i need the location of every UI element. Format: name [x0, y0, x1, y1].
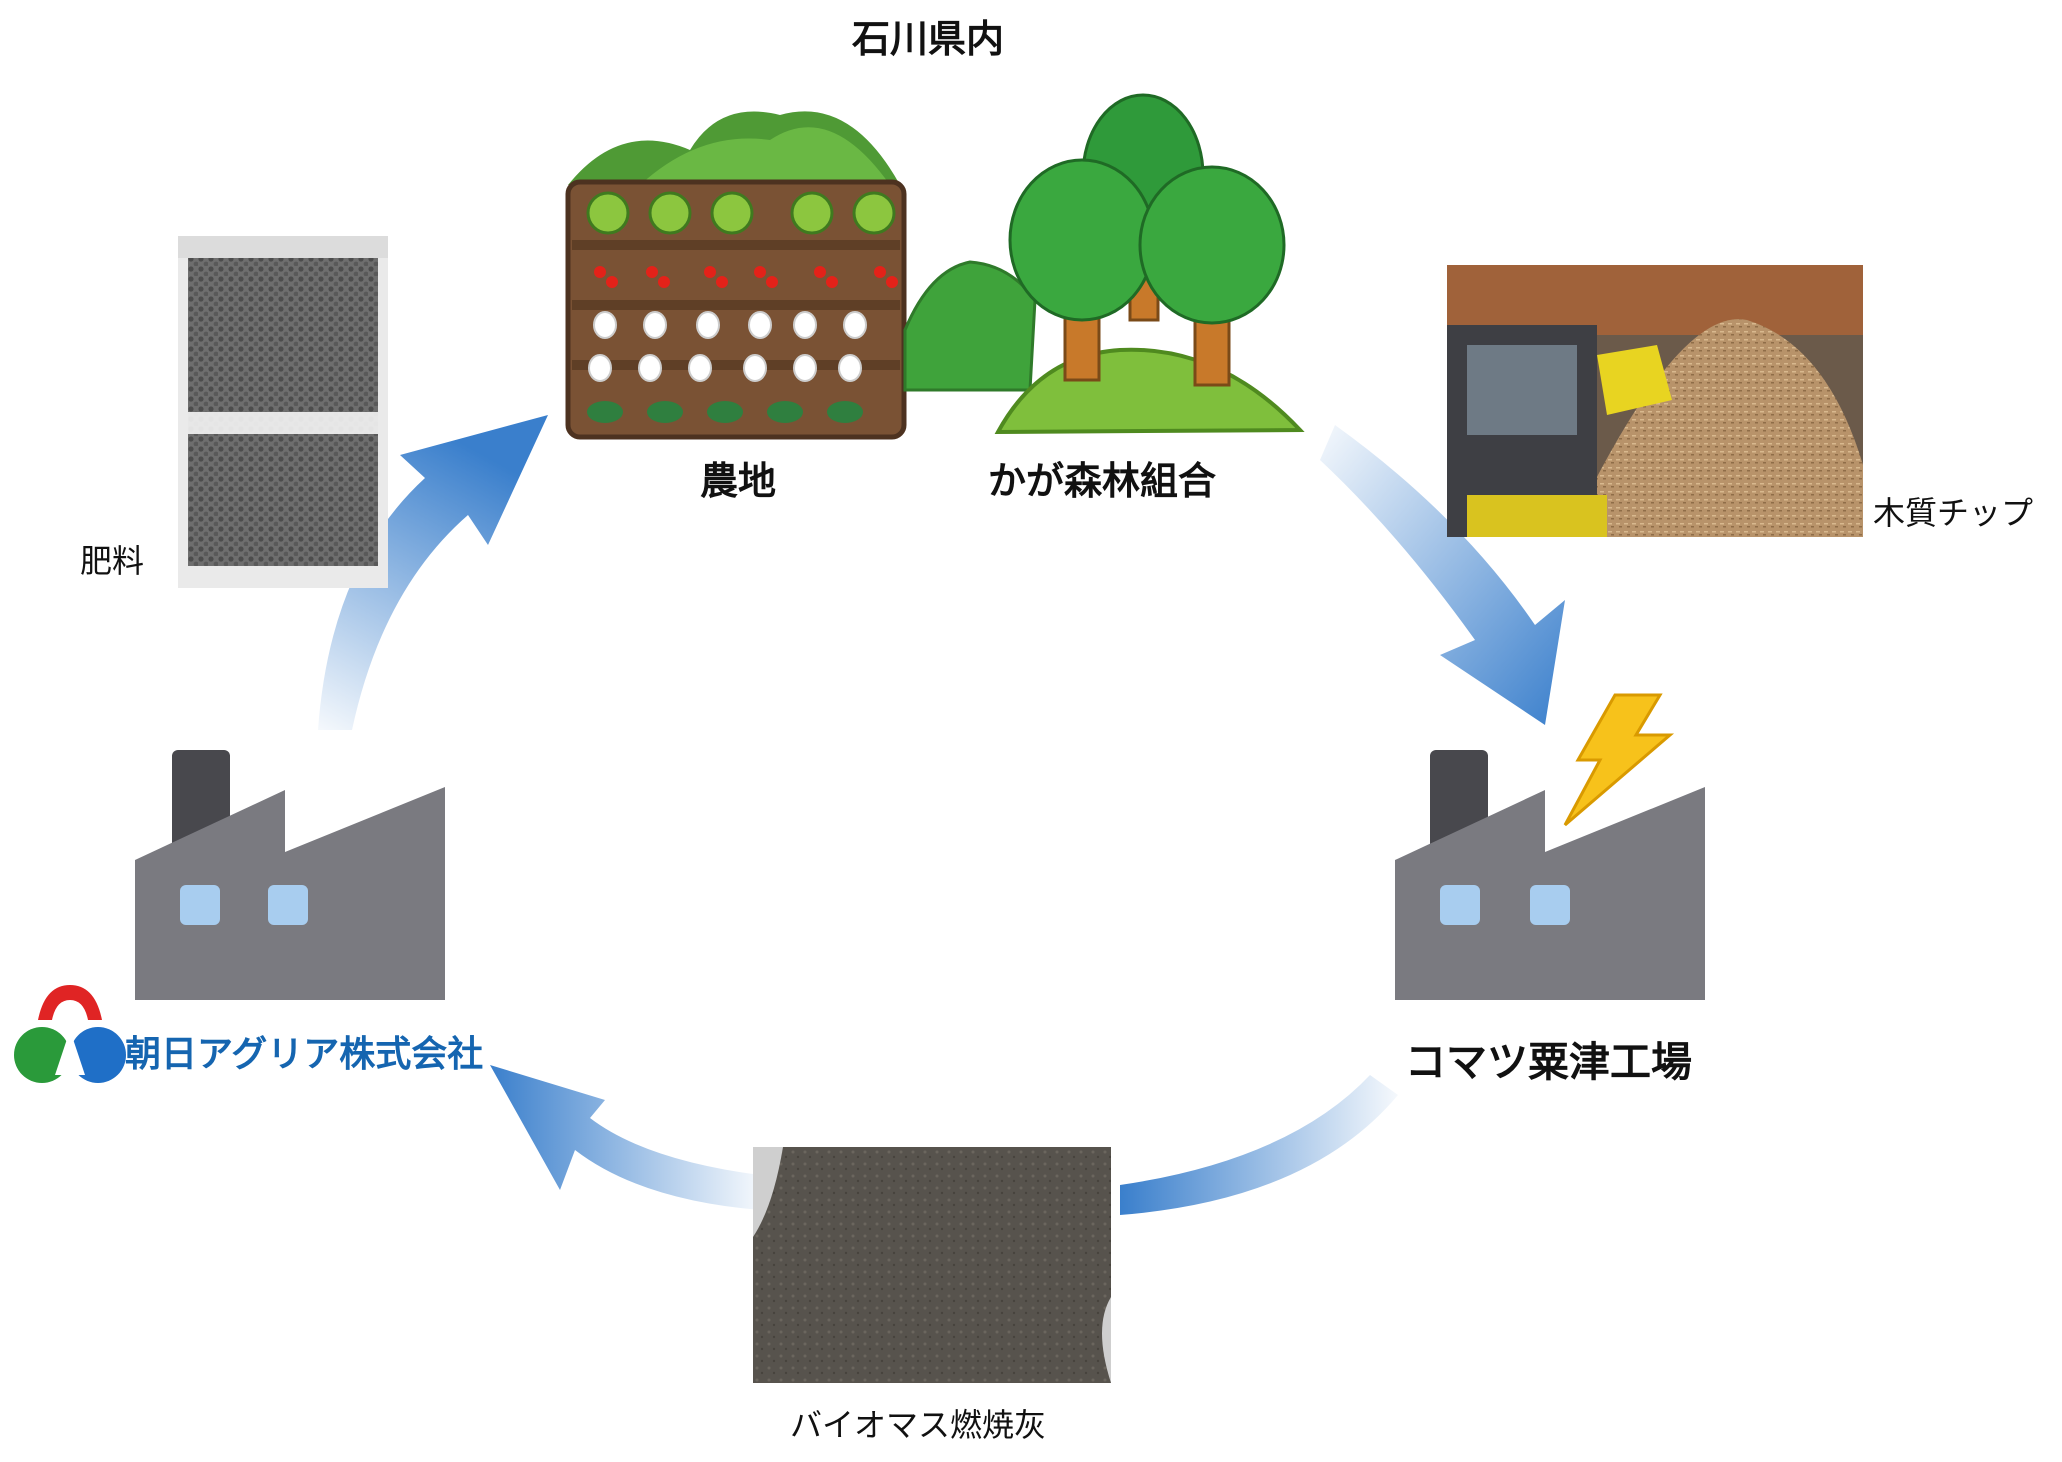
- plant-label: コマツ粟津工場: [1405, 1038, 1692, 1086]
- wood-chip-label: 木質チップ: [1873, 494, 2034, 532]
- arrow-forest-to-plant: [1320, 425, 1565, 725]
- farm-illustration: [565, 111, 907, 440]
- factory-icon-left: [135, 750, 445, 1000]
- company-logo: [14, 985, 126, 1083]
- arrow-company-to-farm: [318, 415, 548, 730]
- forest-illustration: [903, 93, 1305, 435]
- lightning-icon: [1563, 693, 1675, 827]
- region-title: 石川県内: [852, 17, 1005, 61]
- fertilizer-label: 肥料: [80, 542, 145, 580]
- factory-icon-right: [1395, 750, 1705, 1000]
- wood-chip-scene: [1447, 265, 1863, 537]
- fertilizer-bag: [178, 236, 388, 588]
- ash-photo: [753, 1147, 1111, 1383]
- ash-label: バイオマス燃焼灰: [790, 1406, 1047, 1444]
- farm-label: 農地: [700, 459, 777, 503]
- forest-label: かが森林組合: [988, 459, 1217, 503]
- fertilizer-photo: [178, 236, 388, 588]
- arrow-plant-to-company: [490, 1065, 1398, 1215]
- ash-scene: [753, 1147, 1111, 1383]
- company-label: 朝日アグリア株式会社: [125, 1034, 484, 1075]
- wood-chip-photo: [1447, 265, 1863, 537]
